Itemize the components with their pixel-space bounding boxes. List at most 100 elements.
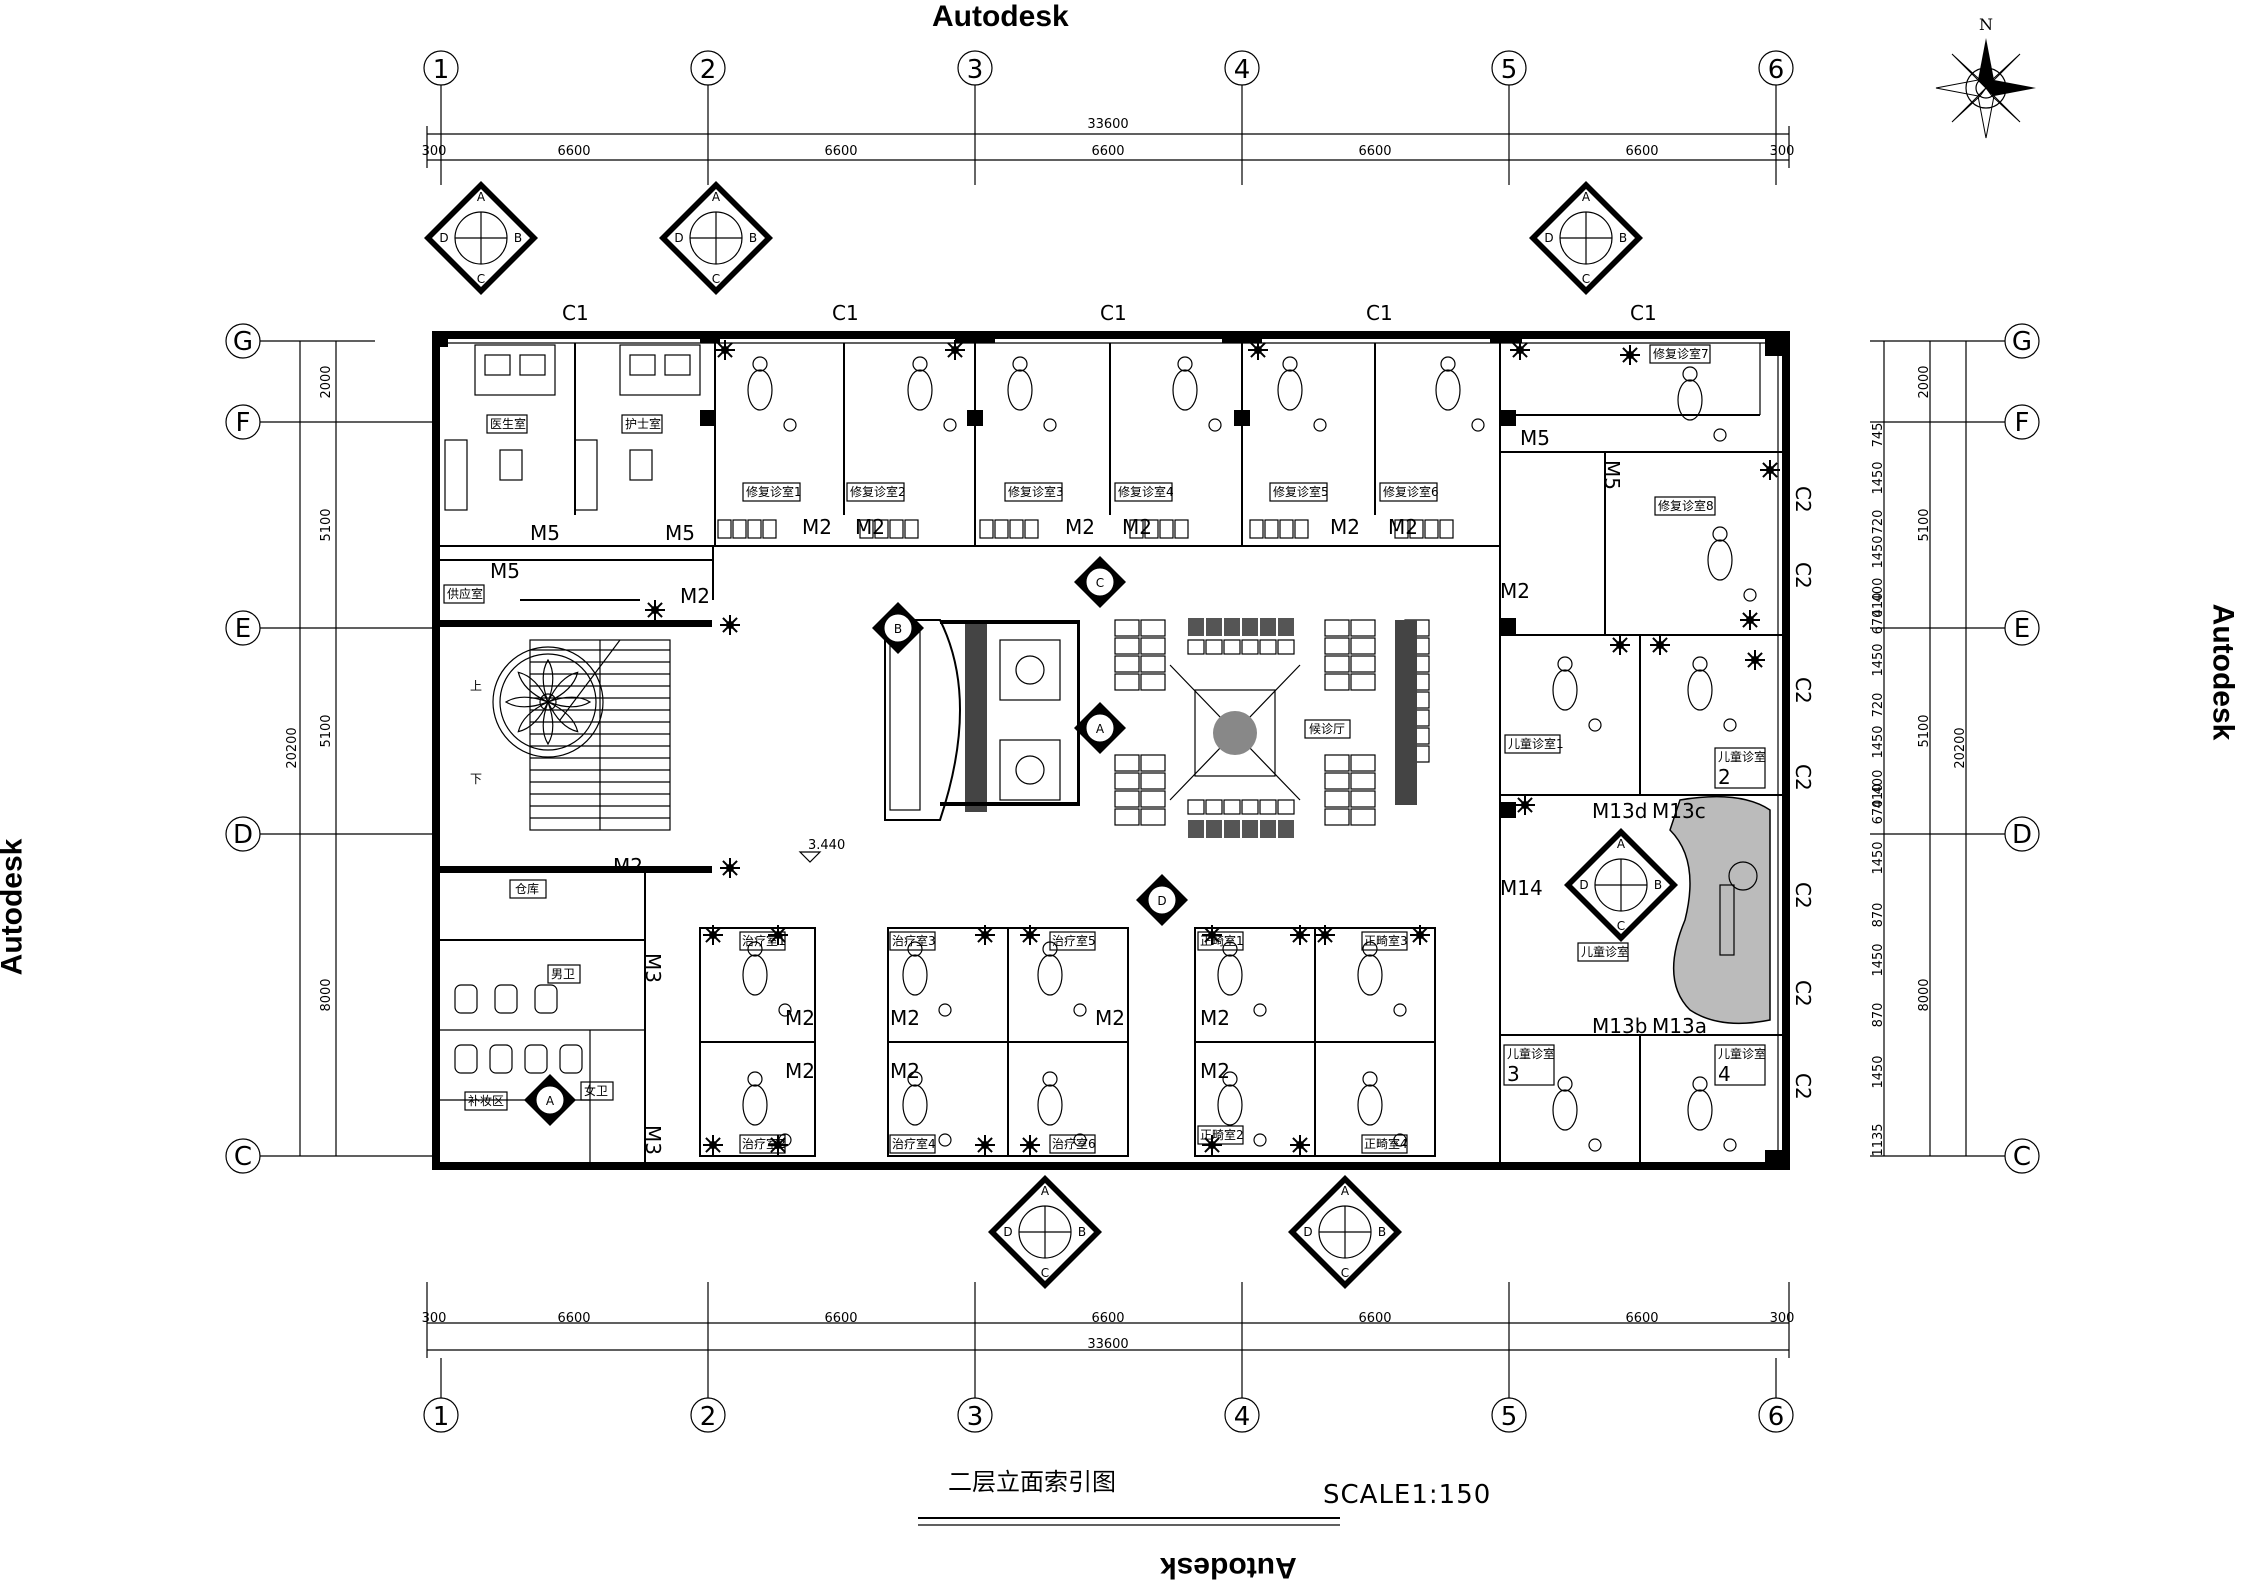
plant-icon bbox=[715, 340, 735, 360]
dim-left-part: 5100 bbox=[319, 508, 334, 541]
dim-bay: 6600 bbox=[557, 1311, 590, 1326]
elevation-marker: D bbox=[1136, 874, 1188, 926]
label-treat4: 治疗室4 bbox=[889, 1134, 936, 1154]
dim-right-detail-value: 720 bbox=[1871, 693, 1886, 718]
play-area bbox=[1669, 795, 1771, 1025]
room-name: 治疗室5 bbox=[1052, 933, 1096, 948]
door-label: M2 bbox=[1330, 515, 1360, 539]
index-letter: C bbox=[1582, 272, 1590, 286]
plant-icon bbox=[645, 600, 665, 620]
grid-bubble-col-3: 3 bbox=[957, 50, 993, 185]
dim-right-detail-value: 1135 bbox=[1871, 1123, 1886, 1156]
window-label: C1 bbox=[1630, 301, 1657, 325]
dental-chair-icon bbox=[1172, 356, 1222, 432]
stair-up-label: 上 bbox=[470, 679, 482, 693]
grid-label: E bbox=[2014, 614, 2030, 644]
door-label: M2 bbox=[1095, 1006, 1125, 1030]
index-letter: B bbox=[1619, 231, 1627, 245]
room-name: 正畸室4 bbox=[1364, 1136, 1408, 1151]
dental-chair-icon bbox=[1277, 356, 1327, 432]
dental-chair-icon bbox=[1037, 1071, 1087, 1147]
dim-right-detail-value: 1450 bbox=[1871, 643, 1886, 676]
dim-right-detail-value: 670 bbox=[1871, 610, 1886, 635]
grid-label: 3 bbox=[967, 55, 984, 85]
label-child1: 儿童诊室1 bbox=[1504, 734, 1564, 754]
drawing-title-block: 二层立面索引图 SCALE1:150 bbox=[918, 1468, 1490, 1526]
index-letter: D bbox=[439, 231, 448, 245]
room-number: 2 bbox=[1718, 765, 1731, 789]
dim-right-part: 8000 bbox=[1917, 978, 1932, 1011]
door-label: M2 bbox=[1200, 1059, 1230, 1083]
index-letter: C bbox=[1096, 576, 1104, 590]
lobby-furniture bbox=[492, 618, 1430, 838]
plant-icon bbox=[975, 925, 995, 945]
window-label: C1 bbox=[562, 301, 589, 325]
label-repair2: 修复诊室2 bbox=[846, 482, 906, 502]
dental-chair-icon bbox=[1687, 656, 1737, 732]
dim-right-part: 5100 bbox=[1917, 508, 1932, 541]
dental-chair-icon bbox=[1707, 526, 1757, 602]
dim-right-part: 5100 bbox=[1917, 714, 1932, 747]
window-label: C2 bbox=[1791, 980, 1815, 1007]
room-name: 女卫 bbox=[584, 1083, 608, 1098]
plant-icon bbox=[1020, 1135, 1040, 1155]
room-name: 仓库 bbox=[515, 881, 539, 896]
level-value: 3.440 bbox=[808, 838, 845, 853]
dim-right-detail-value: 1450 bbox=[1871, 461, 1886, 494]
door-label: M5 bbox=[1600, 460, 1624, 490]
door-label: M2 bbox=[785, 1006, 815, 1030]
label-treat3: 治疗室3 bbox=[889, 931, 936, 951]
dental-chair-icon bbox=[907, 356, 957, 432]
central-feature bbox=[1213, 711, 1257, 755]
plant-icon bbox=[703, 925, 723, 945]
index-letter: A bbox=[1041, 1184, 1050, 1198]
dim-bay: 6600 bbox=[557, 144, 590, 159]
room-name: 修复诊室6 bbox=[1383, 484, 1439, 499]
room-name: 儿童诊室 bbox=[1718, 749, 1766, 764]
label-treat2: 治疗室2 bbox=[739, 1134, 786, 1154]
north-label: N bbox=[1979, 15, 1993, 34]
grid-label: D bbox=[233, 820, 253, 850]
door-label: M2 bbox=[802, 515, 832, 539]
door-label: M13b bbox=[1592, 1014, 1647, 1038]
grid-label: 4 bbox=[1234, 1402, 1251, 1432]
dental-chair-icon bbox=[1552, 1076, 1602, 1152]
dental-chair-icon bbox=[1217, 1071, 1267, 1147]
plant-icon bbox=[1410, 925, 1430, 945]
grid-label: G bbox=[233, 327, 253, 357]
dim-right-detail-value: 410 bbox=[1871, 593, 1886, 618]
dim-right-total: 20200 bbox=[1953, 727, 1968, 768]
room-name: 儿童诊室 bbox=[1581, 944, 1629, 959]
dim-right-detail-value: 870 bbox=[1871, 1003, 1886, 1028]
dim-right-detail-value: 670 bbox=[1871, 800, 1886, 825]
dim-left-part: 5100 bbox=[319, 714, 334, 747]
dental-chair-icon bbox=[1435, 356, 1485, 432]
dim-right-detail: 7451450720145040041067014507201450400410… bbox=[1871, 423, 1886, 1157]
dim-right-detail-value: 400 bbox=[1871, 770, 1886, 795]
window-labels-top: C1 C1 C1 C1 C1 bbox=[562, 301, 1657, 325]
door-label: M5 bbox=[665, 521, 695, 545]
label-male-wc: 男卫 bbox=[547, 964, 581, 984]
room-name: 治疗室6 bbox=[1052, 1136, 1096, 1151]
label-supply: 供应室 bbox=[443, 584, 485, 604]
dim-bay: 6600 bbox=[1091, 144, 1124, 159]
room-name: 护士室 bbox=[625, 416, 661, 431]
plant-icon bbox=[1650, 635, 1670, 655]
door-label: M3 bbox=[641, 953, 665, 983]
room-name: 修复诊室5 bbox=[1273, 484, 1329, 499]
label-treat6: 治疗室6 bbox=[1049, 1134, 1096, 1154]
room-name: 治疗室2 bbox=[742, 1136, 786, 1151]
grid-label: 3 bbox=[967, 1402, 984, 1432]
plant-icon bbox=[703, 1135, 723, 1155]
north-arrow-icon: N bbox=[1935, 15, 2036, 139]
room-name: 正畸室1 bbox=[1200, 933, 1244, 948]
room-name: 修复诊室2 bbox=[850, 484, 906, 499]
plant-icon bbox=[768, 1135, 788, 1155]
door-label: M5 bbox=[530, 521, 560, 545]
